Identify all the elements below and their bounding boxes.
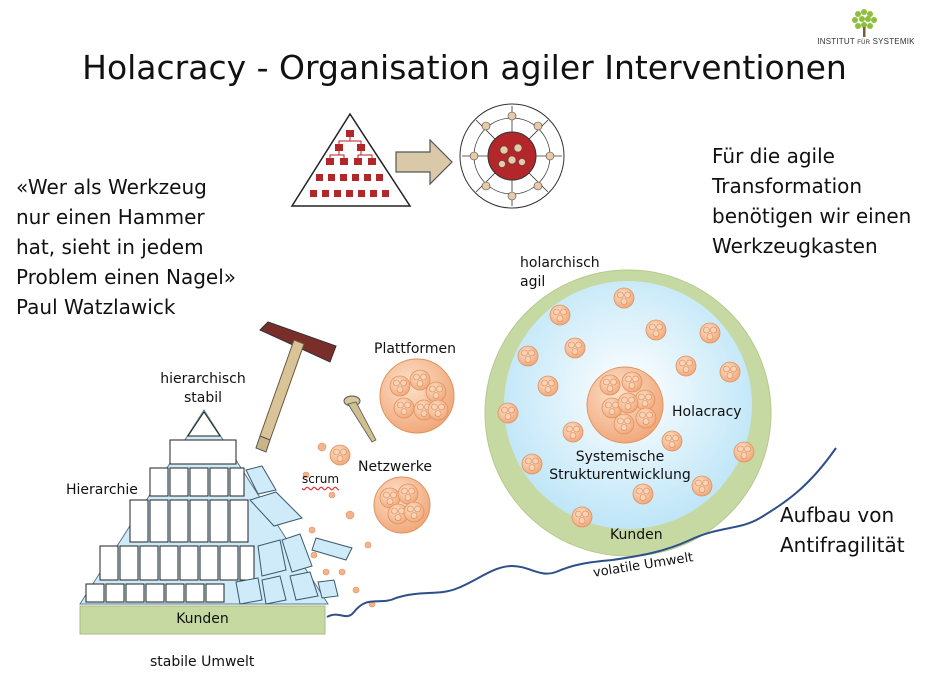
label-line: Antifragilität (780, 533, 905, 557)
statement-line: Transformation (712, 174, 863, 198)
statement-line: Werkzeugkasten (712, 234, 878, 258)
circle-top-label: holarchisch agil (520, 254, 600, 292)
plattformen-cluster (379, 358, 455, 434)
tree-icon (852, 9, 877, 37)
scrum-cell (329, 444, 351, 466)
hierarchy-label: Hierarchie (66, 482, 138, 498)
statement-line: Für die agile (712, 144, 835, 168)
netzwerke-label: Netzwerke (358, 459, 432, 475)
watzlawick-quote: «Wer als Werkzeug nur einen Hammer hat, … (16, 172, 236, 322)
circle-base-label: Kunden (610, 527, 663, 543)
mini-hierarchy-icon (290, 112, 412, 207)
label-line: Systemische (575, 449, 665, 465)
label-line: Strukturentwicklung (549, 467, 691, 483)
netzwerke-cluster (373, 476, 431, 534)
network-icon (459, 103, 565, 209)
stable-environment-label: stabile Umwelt (150, 654, 255, 670)
pyramid-base-label: Kunden (176, 611, 229, 627)
label-line: holarchisch (520, 255, 600, 271)
pyramid-base-bar (79, 605, 326, 635)
quote-line: Problem einen Nagel» (16, 265, 237, 289)
statement-line: benötigen wir einen (712, 204, 912, 228)
falling-blocks (235, 465, 353, 605)
hammer-icon (255, 321, 337, 453)
hierarchy-pyramid (79, 409, 353, 605)
quote-line: hat, sieht in jedem (16, 235, 204, 259)
quote-author: Paul Watzlawick (16, 295, 176, 319)
plattformen-label: Plattformen (374, 341, 457, 357)
quote-line: nur einen Hammer (16, 205, 205, 229)
page-title: Holacracy - Organisation agiler Interven… (82, 48, 847, 87)
arrow-right-icon (395, 138, 453, 186)
institute-logo: INSTITUT FÜR SYSTEMIK (812, 8, 920, 50)
logo-text-small: FÜR (857, 40, 871, 46)
screw-icon (343, 395, 377, 443)
label-line: stabil (183, 390, 223, 406)
pyramid-top-label: hierarchisch stabil (158, 370, 248, 408)
scrum-label: scrum (302, 472, 340, 486)
label-line: hierarchisch (160, 371, 246, 387)
volatility-curve (326, 447, 837, 618)
quote-line: «Wer als Werkzeug (16, 175, 207, 199)
holarchic-circle (484, 269, 772, 557)
label-line: agil (520, 274, 546, 290)
logo-text-end: SYSTEMIK (872, 37, 915, 46)
transformation-illustration (290, 103, 565, 209)
antifragility-label: Aufbau von Antifragilität (780, 500, 905, 560)
label-line: Aufbau von (780, 503, 895, 527)
toolbox-statement: Für die agile Transformation benötigen w… (712, 141, 911, 261)
systemic-label: Systemische Strukturentwicklung (540, 448, 700, 484)
holacracy-label: Holacracy (672, 404, 742, 420)
logo-text: INSTITUT (817, 37, 855, 46)
